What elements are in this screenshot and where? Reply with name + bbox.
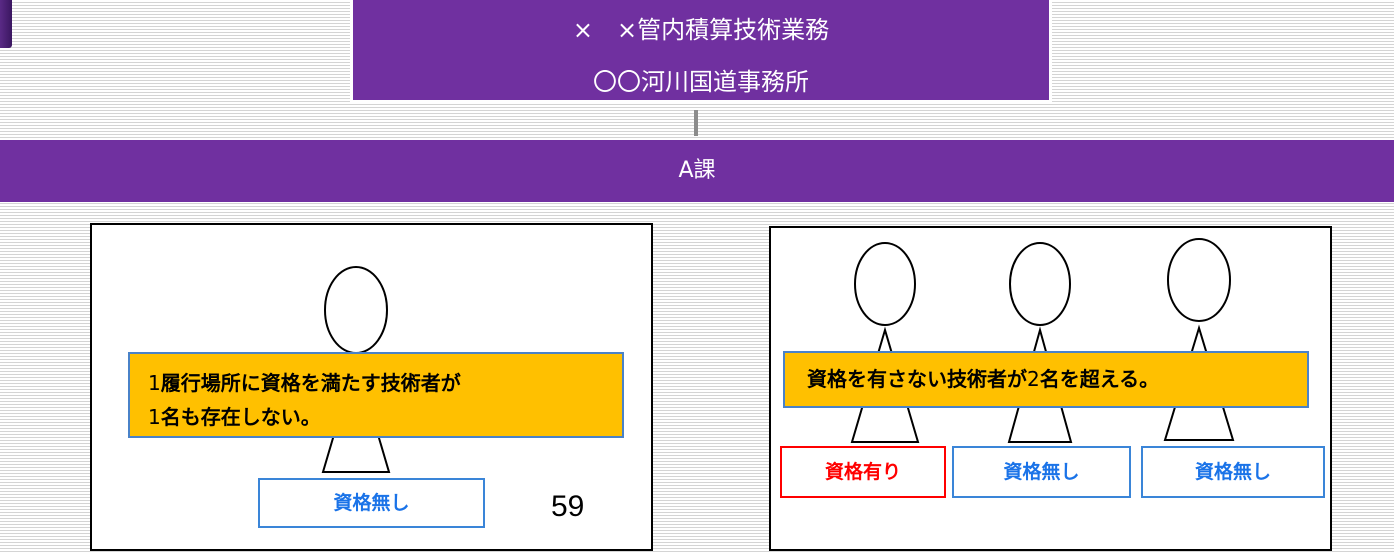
left-callout: 1履行場所に資格を満たす技術者が 1名も存在しない。 [128,352,624,438]
left-callout-text-2: 名も存在しない。 [160,405,321,429]
right-callout-post: 名を超える。 [1039,367,1160,391]
corner-decoration [0,0,12,48]
right-callout-pre: 資格を有さない技術者が [807,367,1027,391]
qualified-tag: 資格有り [780,446,946,498]
org-connector-line [694,110,698,136]
header-line-2: 〇〇河川国道事務所 [593,68,809,96]
right-callout: 資格を有さない技術者が2名を超える。 [783,351,1309,408]
unqualified-tag-2: 資格無し [1141,446,1325,498]
person-figure-icon [850,242,920,443]
person-figure-icon [1163,238,1235,441]
page-number: 59 [551,490,585,523]
section-band: A課 [0,140,1394,202]
left-callout-num-1: 1 [148,371,161,395]
office-header-box: × ×管内積算技術業務 〇〇河川国道事務所 [350,0,1052,103]
person-figure-icon [1007,242,1073,443]
unqualified-tag-1: 資格無し [952,446,1131,498]
left-qualification-tag: 資格無し [258,478,485,528]
header-line-1: × ×管内積算技術業務 [572,16,830,44]
left-callout-text-1: 履行場所に資格を満たす技術者が [160,371,461,395]
left-callout-num-2: 1 [148,405,161,429]
left-callout-line-1: 1履行場所に資格を満たす技術者が [148,366,622,400]
left-callout-line-2: 1名も存在しない。 [148,400,622,434]
right-callout-num: 2 [1027,367,1040,391]
